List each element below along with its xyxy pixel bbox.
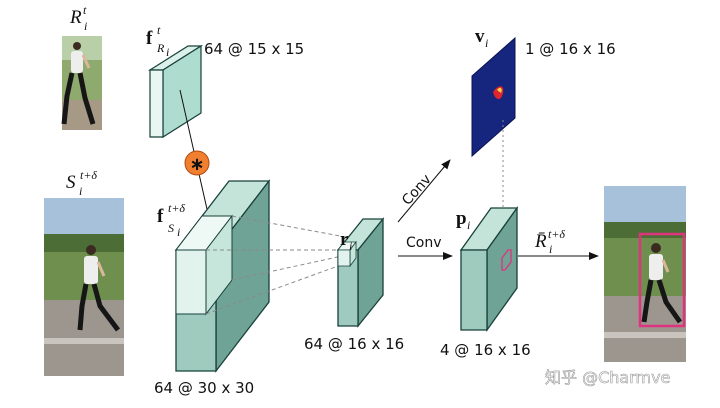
search-feature-block xyxy=(174,179,271,373)
box-regression-cell xyxy=(501,249,512,271)
svg-text:f: f xyxy=(146,28,153,49)
projection-lines xyxy=(205,215,352,315)
result-label: R̄ t+δ i xyxy=(534,227,565,256)
person-photo-icon xyxy=(61,42,96,125)
svg-text:f: f xyxy=(157,206,164,227)
conv-up-arrow xyxy=(397,159,451,223)
svg-text:S: S xyxy=(168,221,174,235)
result-photo xyxy=(604,186,686,362)
search-feature-label: f t+δ S i xyxy=(157,201,185,239)
svg-text:p: p xyxy=(456,208,467,229)
tracking-bounding-box xyxy=(638,232,686,328)
svg-text:R: R xyxy=(156,41,165,55)
search-feature-highlight xyxy=(174,214,234,316)
search-label: S t+δ i xyxy=(66,168,97,198)
svg-text:∗: ∗ xyxy=(189,154,204,175)
svg-text:R̄: R̄ xyxy=(534,231,547,252)
box-regression-label: p i xyxy=(456,208,470,232)
conv-up-label: Conv xyxy=(399,172,435,209)
conv-right-label: Conv xyxy=(406,235,442,251)
search-photo xyxy=(44,198,124,376)
score-map-label: v i xyxy=(475,26,488,50)
svg-text:i: i xyxy=(549,242,552,256)
svg-text:S: S xyxy=(66,172,76,193)
template-feature-label: f t R i xyxy=(146,23,169,59)
svg-text:i: i xyxy=(79,184,82,198)
svg-text:t+δ: t+δ xyxy=(168,201,185,215)
response-dim: 64 @ 16 x 16 xyxy=(304,335,404,353)
svg-text:v: v xyxy=(475,26,485,47)
score-map-dim: 1 @ 16 x 16 xyxy=(525,40,616,58)
template-feature-block xyxy=(147,44,204,139)
svg-text:r: r xyxy=(340,229,349,250)
svg-text:i: i xyxy=(177,225,180,239)
svg-text:i: i xyxy=(467,218,470,232)
svg-text:i: i xyxy=(485,36,488,50)
box-regression-dim: 4 @ 16 x 16 xyxy=(440,341,531,359)
score-map xyxy=(471,36,516,158)
watermark: 知乎 @Charmve xyxy=(545,368,670,387)
search-feature-dim: 64 @ 30 x 30 xyxy=(154,379,254,397)
svg-text:t+δ: t+δ xyxy=(80,168,97,182)
template-label: R t i xyxy=(69,3,87,33)
template-feature-dim: 64 @ 15 x 15 xyxy=(204,40,304,58)
svg-text:t: t xyxy=(157,23,161,37)
svg-text:i: i xyxy=(166,45,169,59)
svg-text:t: t xyxy=(83,3,87,17)
box-regression-block xyxy=(459,205,519,333)
response-label: r i xyxy=(340,229,352,253)
svg-text:t+δ: t+δ xyxy=(548,227,565,241)
template-photo xyxy=(61,36,102,130)
person-photo-icon xyxy=(641,243,683,324)
person-photo-icon xyxy=(77,245,120,332)
svg-text:i: i xyxy=(84,19,87,33)
response-cell xyxy=(337,240,357,268)
response-block xyxy=(336,217,385,328)
svg-text:R: R xyxy=(69,7,82,28)
svg-text:i: i xyxy=(349,239,352,253)
correlation-icon: ∗ xyxy=(184,150,210,176)
